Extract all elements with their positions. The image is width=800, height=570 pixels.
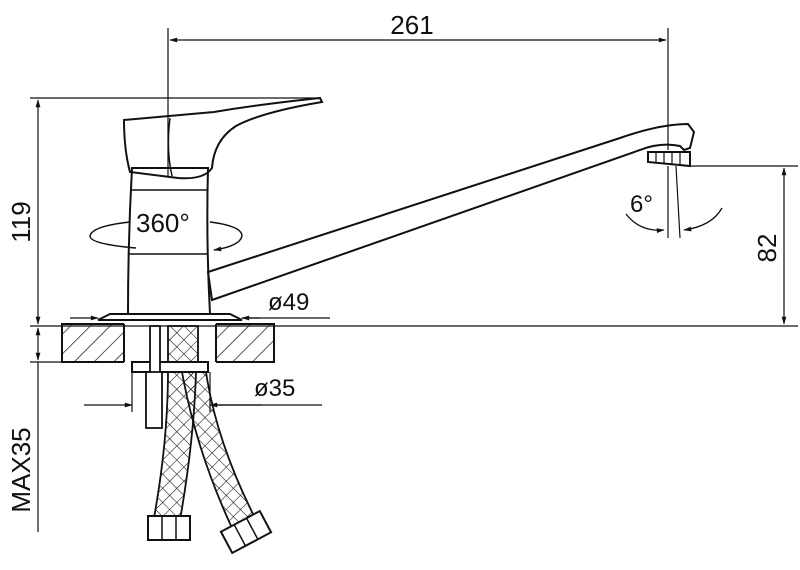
dimension-lines [30,28,798,532]
supply-hoses [147,371,273,555]
spout [206,122,696,302]
dim-rotation-angle: 360° [136,208,190,238]
dim-max-counter: MAX35 [6,427,36,512]
dim-outlet-tilt: 6° [630,191,653,218]
dim-base-diameter: ø49 [268,289,309,316]
rotation-indicator [89,221,243,252]
tilt-indicator [625,165,723,239]
mounting-shank [131,325,209,429]
faucet-body [97,167,243,321]
dim-spout-length: 261 [390,10,433,40]
dim-outlet-height: 82 [752,234,782,263]
dim-overall-height: 119 [6,201,36,242]
lever-handle [122,96,324,180]
dim-shank-diameter: ø35 [254,375,295,402]
